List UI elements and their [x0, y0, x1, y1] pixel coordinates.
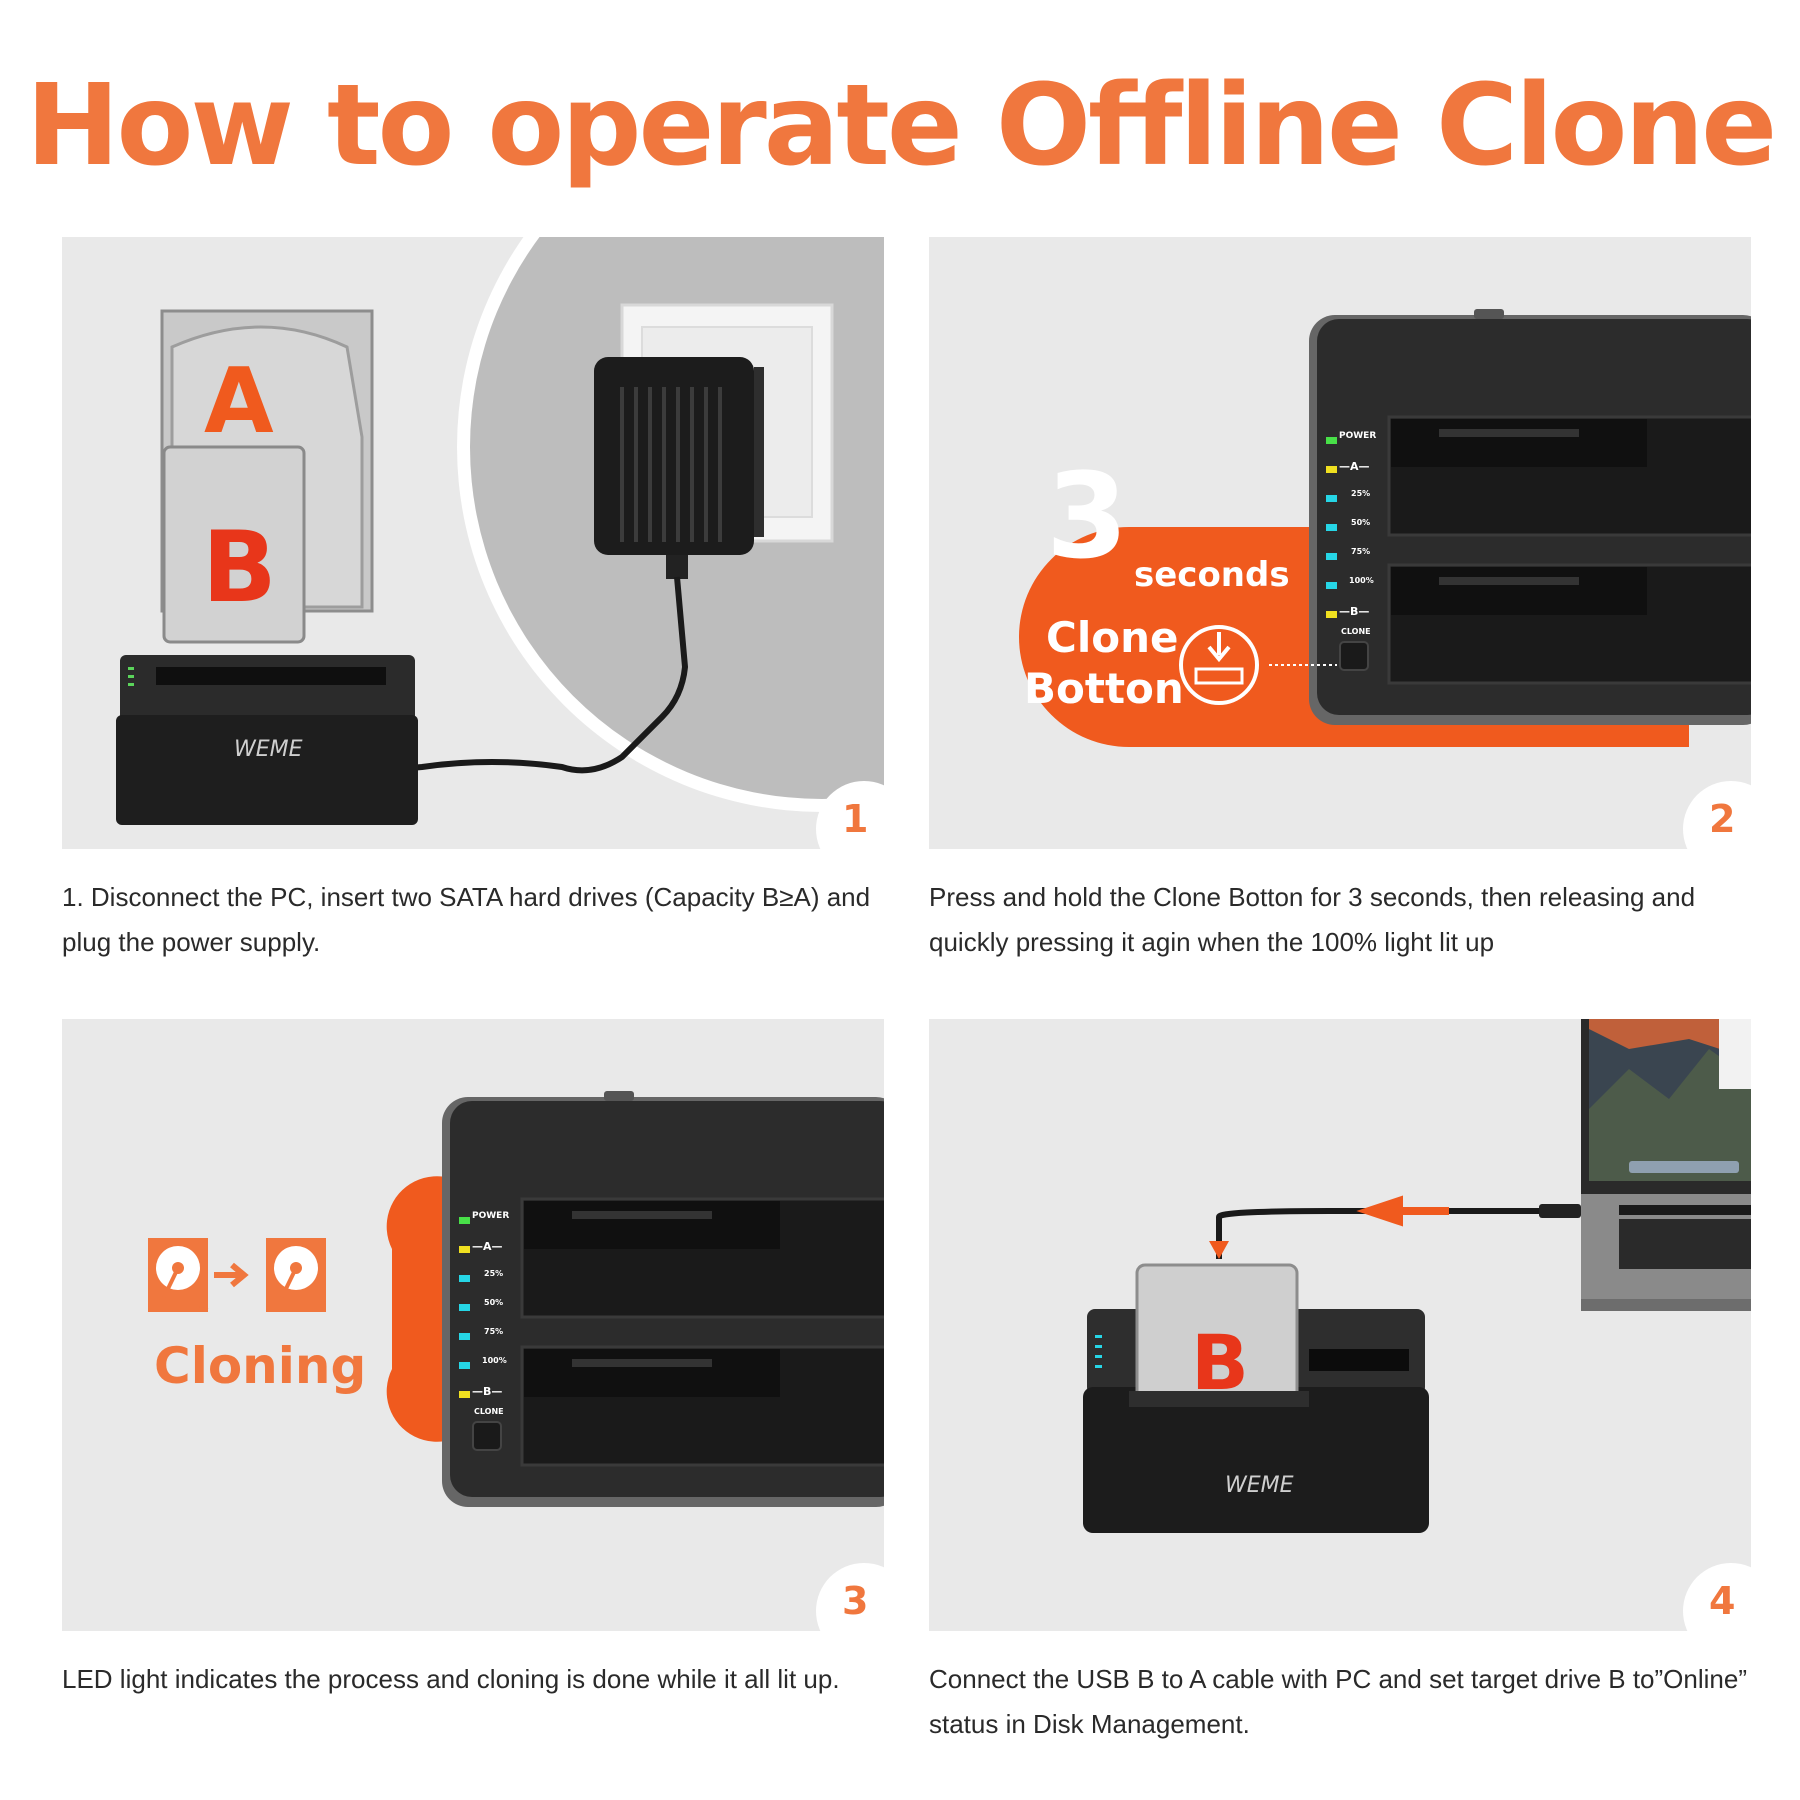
- clone-button-icon: [1339, 641, 1369, 671]
- step-4-caption: Connect the USB B to A cable with PC and…: [929, 1664, 1747, 1739]
- led-indicators: [459, 1217, 470, 1398]
- step-4-illustration: [1083, 1019, 1751, 1533]
- page-title: How to operate Offline Clone: [25, 61, 1777, 191]
- clone-button-label-line2: Botton: [1024, 664, 1184, 713]
- arrow-left-icon: [1356, 1195, 1449, 1227]
- press-button-icon: [1179, 625, 1259, 705]
- clone-button-label-line1: Clone: [1046, 613, 1179, 662]
- docking-station: [120, 655, 415, 725]
- seconds-word: seconds: [1134, 555, 1290, 595]
- icon-a-tag: A: [199, 1298, 209, 1312]
- clone-button-icon: [472, 1421, 502, 1451]
- usb-plug-icon: [1539, 1204, 1581, 1218]
- hdd-b-icon: [162, 445, 306, 644]
- drive-a-label: A: [204, 349, 274, 454]
- icon-b-tag: B: [317, 1298, 327, 1312]
- drive-b-label: B: [1191, 1318, 1249, 1407]
- step-3-panel: A B Cloning POWER —A— 25% 50% 75% 100% —…: [62, 1019, 884, 1631]
- power-adapter-icon: [594, 357, 754, 555]
- arrow-right-icon: [214, 1262, 249, 1288]
- step-3-number: 3: [816, 1563, 884, 1631]
- step-2-caption: Press and hold the Clone Botton for 3 se…: [929, 882, 1696, 957]
- step-3-caption: LED light indicates the process and clon…: [62, 1664, 840, 1694]
- seconds-number: 3: [1046, 447, 1129, 585]
- step-2-illustration: [1019, 309, 1751, 747]
- dock-brand-logo: WEME: [234, 737, 303, 762]
- step-1-caption: 1. Disconnect the PC, insert two SATA ha…: [62, 882, 871, 957]
- drive-b-label: B: [202, 511, 277, 625]
- cloning-status-label: Cloning: [154, 1337, 367, 1395]
- dock-brand-logo: WEME: [1225, 1473, 1294, 1498]
- led-indicators: [1326, 437, 1337, 618]
- step-3-illustration: [148, 1091, 884, 1507]
- step-1-illustration: [116, 237, 884, 825]
- power-cable: [361, 576, 689, 775]
- step-1-panel: A B WEME 1: [62, 237, 884, 849]
- step-2-panel: 3 seconds Clone Botton POWER —A— 25% 50%…: [929, 237, 1751, 849]
- step-4-panel: B WEME 4: [929, 1019, 1751, 1631]
